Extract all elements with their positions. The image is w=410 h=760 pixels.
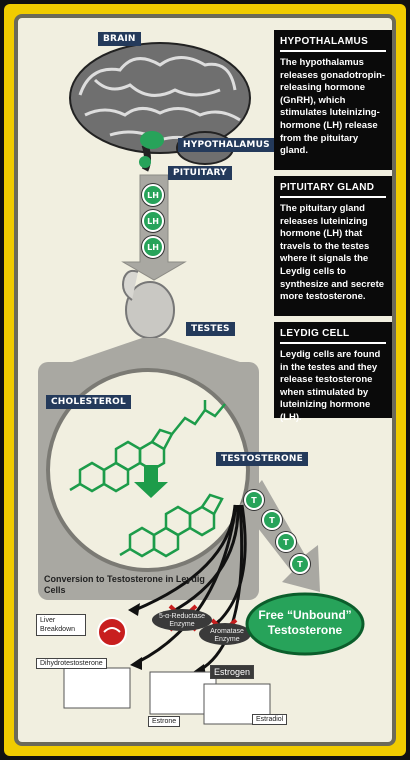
- estradiol-label: Estradiol: [252, 714, 288, 725]
- free-testosterone-label: Free “Unbound” Testosterone: [258, 608, 352, 637]
- free-testosterone-oval: [245, 592, 365, 656]
- lh-hormone-icon: LH: [142, 184, 164, 206]
- testosterone-icon: T: [290, 554, 310, 574]
- testosterone-icon: T: [244, 490, 264, 510]
- lh-hormone-icon: LH: [142, 210, 164, 232]
- leydig-funnel: [72, 338, 240, 362]
- estrone-label: Estrone: [148, 716, 181, 727]
- hypothalamus-label: HYPOTHALAMUS: [178, 138, 275, 152]
- testosterone-icon: T: [276, 532, 296, 552]
- reductase-label: 5-α-Reductase Enzyme: [158, 613, 206, 628]
- estrogen-label: Estrogen: [210, 665, 255, 679]
- liver-breakdown-label: Liver Breakdown: [36, 614, 86, 636]
- info-text: The pituitary gland releases luteinizing…: [280, 203, 385, 303]
- info-title: PITUITARY GLAND: [280, 182, 386, 198]
- cholesterol-label: CHOLESTEROL: [46, 395, 131, 409]
- cholesterol-molecule: [69, 400, 226, 493]
- info-text: Leydig cells are found in the testes and…: [280, 349, 381, 423]
- liver-icon: [97, 617, 127, 647]
- brain-label: BRAIN: [98, 32, 141, 46]
- info-title: HYPOTHALAMUS: [280, 36, 386, 52]
- conversion-arrow: [134, 465, 168, 498]
- info-title: LEYDIG CELL: [280, 328, 386, 344]
- testosterone-molecule: [119, 493, 224, 558]
- lh-hormone-icon: LH: [142, 236, 164, 258]
- info-hypothalamus: HYPOTHALAMUS The hypothalamus releases g…: [274, 30, 392, 170]
- testes-illustration: [122, 269, 175, 339]
- aromatase-label: Aromatase Enzyme: [210, 628, 244, 643]
- dht-label: Dihydrotestosterone: [36, 658, 107, 669]
- testes-label: TESTES: [186, 322, 235, 336]
- pituitary-label: PITUITARY: [168, 166, 232, 180]
- testosterone-label: TESTOSTERONE: [216, 452, 308, 466]
- brain-illustration: [69, 42, 251, 172]
- info-text: The hypothalamus releases gonadotropin-r…: [280, 57, 386, 157]
- info-pituitary: PITUITARY GLAND The pituitary gland rele…: [274, 176, 392, 316]
- info-leydig-cell: LEYDIG CELL Leydig cells are found in th…: [274, 322, 392, 423]
- testosterone-icon: T: [262, 510, 282, 530]
- conversion-caption: Conversion to Testosterone in Leydig Cel…: [44, 574, 205, 595]
